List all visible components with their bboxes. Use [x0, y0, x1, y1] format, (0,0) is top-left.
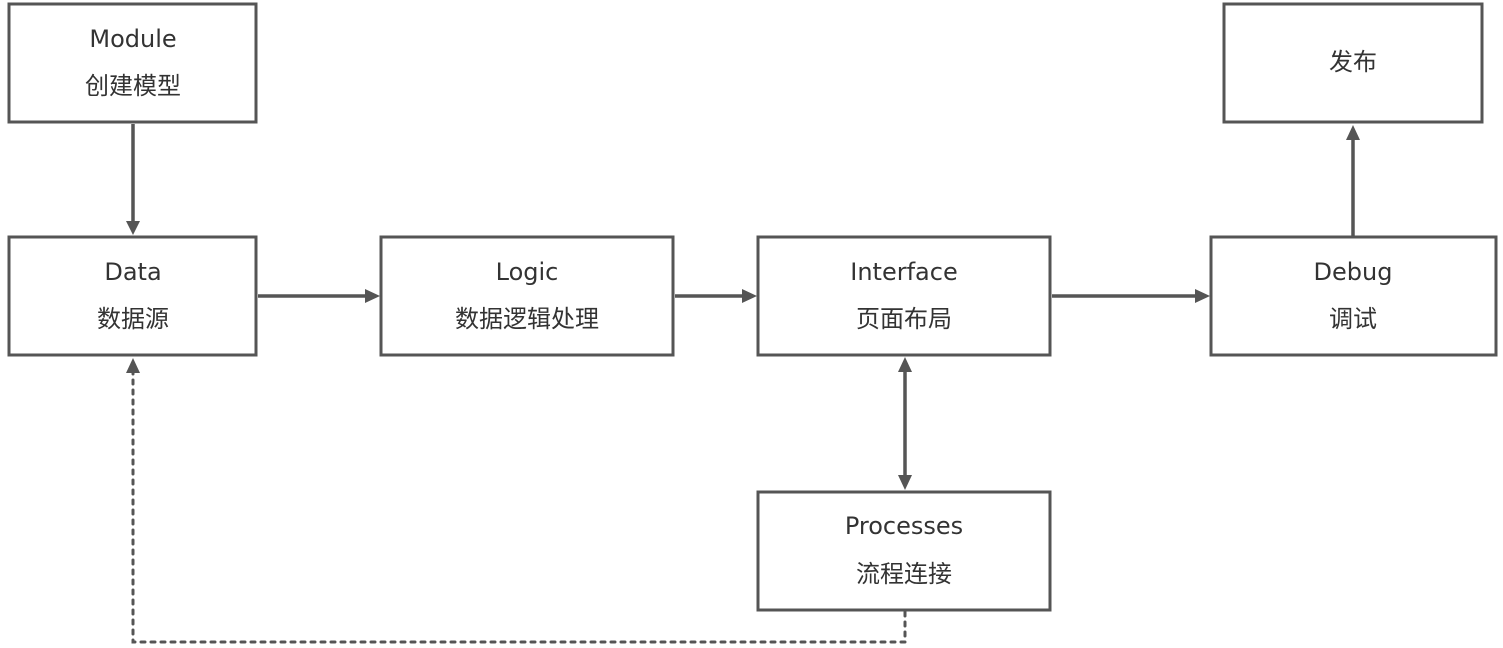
- node-interface[interactable]: Interface 页面布局: [756, 235, 1052, 357]
- arrowhead: [1346, 125, 1360, 140]
- edges: [126, 124, 1360, 644]
- edge-module-to-data: [126, 124, 140, 235]
- node-logic-subtitle: 数据逻辑处理: [455, 305, 599, 333]
- node-debug-title: Debug: [1314, 258, 1393, 286]
- arrowhead: [126, 358, 140, 373]
- node-processes[interactable]: Processes 流程连接: [756, 490, 1052, 612]
- node-module-title: Module: [89, 25, 176, 53]
- node-debug-subtitle: 调试: [1329, 305, 1377, 333]
- node-logic-box: [379, 235, 675, 357]
- node-data-box: [7, 235, 258, 357]
- node-interface-box: [756, 235, 1052, 357]
- nodes: Module 创建模型 Data 数据源 Logic 数据逻辑处理 Interf…: [7, 2, 1498, 612]
- node-interface-title: Interface: [850, 258, 957, 286]
- edge-interface-to-debug: [1052, 289, 1210, 303]
- edge-interface-processes-bidirectional: [898, 357, 912, 490]
- node-module[interactable]: Module 创建模型: [7, 2, 258, 124]
- edge-logic-to-interface: [675, 289, 757, 303]
- edge-debug-to-publish: [1346, 125, 1360, 236]
- node-logic[interactable]: Logic 数据逻辑处理: [379, 235, 675, 357]
- node-processes-box: [756, 490, 1052, 612]
- edge-processes-to-data-dotted: [126, 358, 907, 644]
- node-debug[interactable]: Debug 调试: [1209, 235, 1498, 357]
- arrowhead: [898, 357, 912, 372]
- arrowhead: [1195, 289, 1210, 303]
- arrowhead: [126, 221, 140, 235]
- node-interface-subtitle: 页面布局: [856, 305, 952, 333]
- node-publish-box: [1222, 2, 1484, 124]
- node-publish-subtitle: 发布: [1329, 48, 1377, 76]
- arrowhead: [742, 289, 757, 303]
- node-data-title: Data: [104, 258, 161, 286]
- node-module-subtitle: 创建模型: [85, 72, 181, 100]
- node-logic-title: Logic: [496, 258, 559, 286]
- node-publish[interactable]: 发布: [1222, 2, 1484, 124]
- node-debug-box: [1209, 235, 1498, 357]
- node-processes-subtitle: 流程连接: [856, 560, 952, 588]
- node-data-subtitle: 数据源: [97, 305, 169, 333]
- node-processes-title: Processes: [845, 512, 963, 540]
- node-module-box: [7, 2, 258, 124]
- edge-data-to-logic: [258, 289, 380, 303]
- node-data[interactable]: Data 数据源: [7, 235, 258, 357]
- arrowhead: [365, 289, 380, 303]
- arrowhead: [898, 475, 912, 490]
